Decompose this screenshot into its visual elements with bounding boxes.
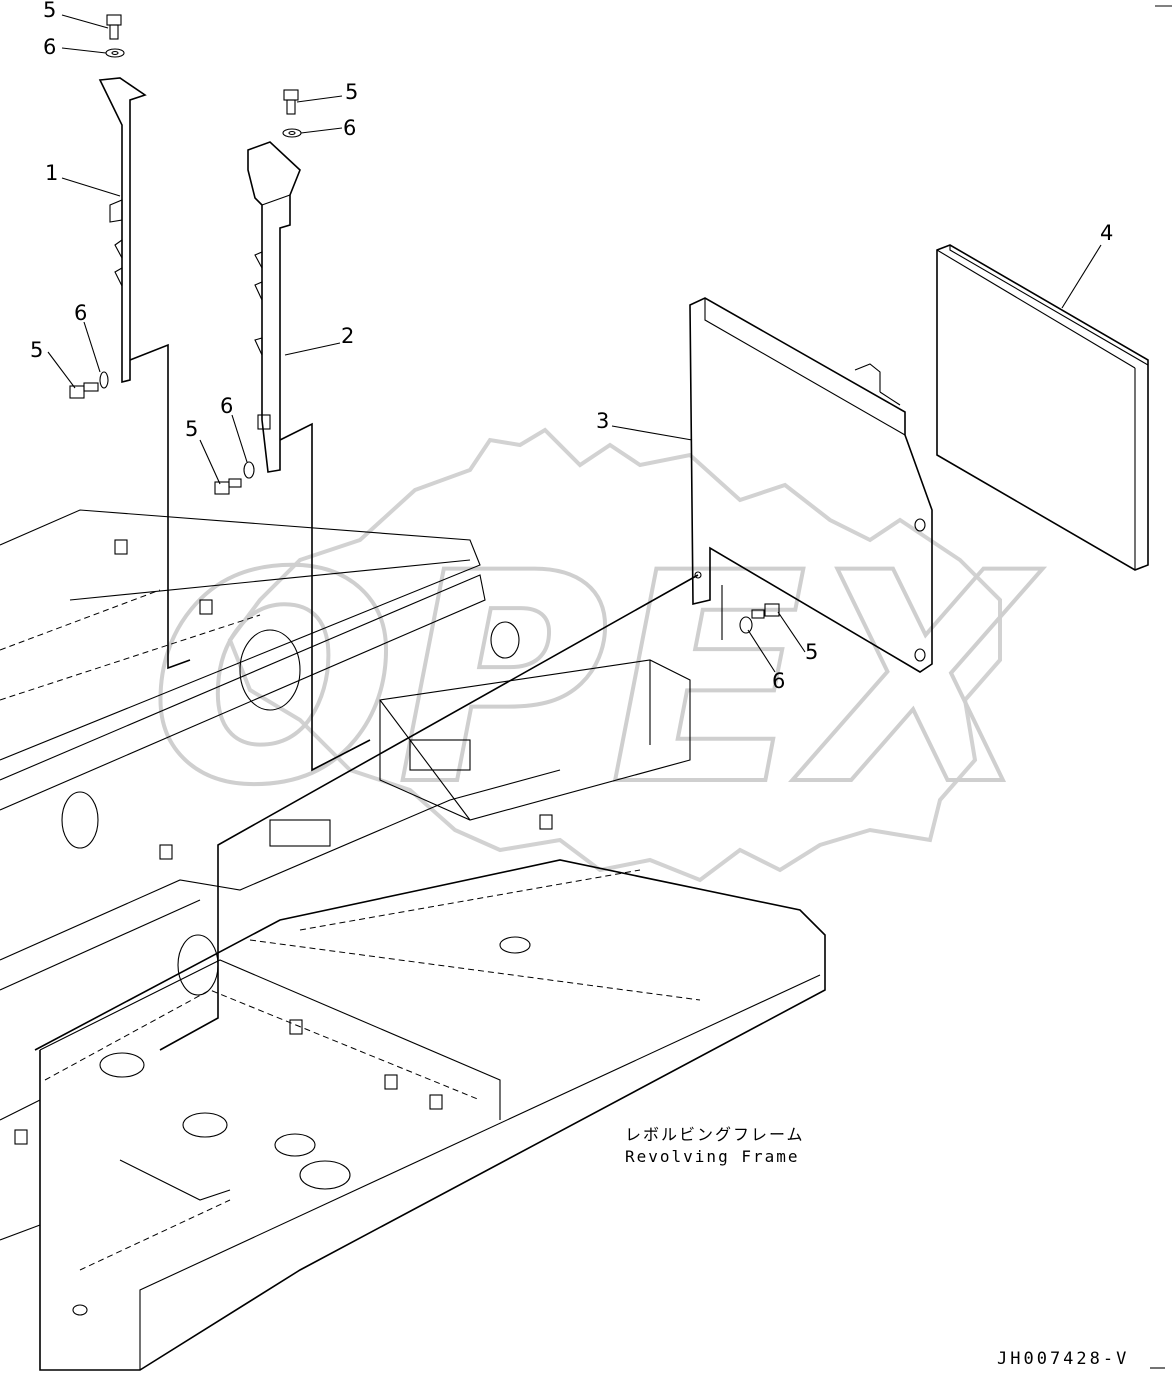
callout-6-right: 6	[772, 669, 785, 693]
part-2-bracket[interactable]	[247, 141, 371, 772]
callout-5-top: 5	[43, 0, 56, 22]
bolt-icon	[214, 478, 242, 495]
gear-watermark-icon	[227, 427, 1002, 883]
revolving-frame	[0, 509, 826, 1371]
opex-watermark: OPEX	[148, 427, 1045, 883]
washer-icon	[99, 371, 109, 389]
part-1-bracket[interactable]	[98, 77, 191, 670]
callout-6-left: 6	[74, 301, 87, 325]
bolt-icon	[106, 14, 122, 40]
frame-label-english: Revolving Frame	[625, 1147, 800, 1166]
part-4-pad[interactable]	[936, 244, 1149, 571]
part-3-panel[interactable]	[159, 297, 933, 1051]
callout-6-mid: 6	[220, 394, 233, 418]
drawing-code: JH007428-V	[997, 1349, 1129, 1369]
opex-watermark-text: OPEX	[150, 512, 1043, 849]
washer-icon	[105, 48, 125, 58]
washer-icon	[243, 461, 255, 479]
bolt-icon	[283, 89, 299, 115]
callout-4: 4	[1100, 221, 1113, 245]
callout-6-mid-top: 6	[343, 116, 356, 140]
bolt-icon	[751, 603, 780, 619]
bolt-icon	[69, 382, 99, 399]
callout-5-mid-top: 5	[345, 80, 358, 104]
callout-6-top: 6	[43, 35, 56, 59]
callouts: 5 6 1 6 5 5 6 2 6 5 3 4 5 6	[30, 0, 1113, 693]
callout-3: 3	[596, 409, 609, 433]
callout-5-right: 5	[805, 640, 818, 664]
callout-5-left: 5	[30, 338, 43, 362]
callout-1: 1	[45, 161, 58, 185]
callout-leaders	[47, 14, 1102, 673]
callout-2: 2	[341, 324, 354, 348]
washer-icon	[739, 616, 753, 634]
callout-5-mid: 5	[185, 417, 198, 441]
frame-label-japanese: レボルビングフレーム	[625, 1125, 805, 1144]
washer-icon	[282, 128, 302, 138]
